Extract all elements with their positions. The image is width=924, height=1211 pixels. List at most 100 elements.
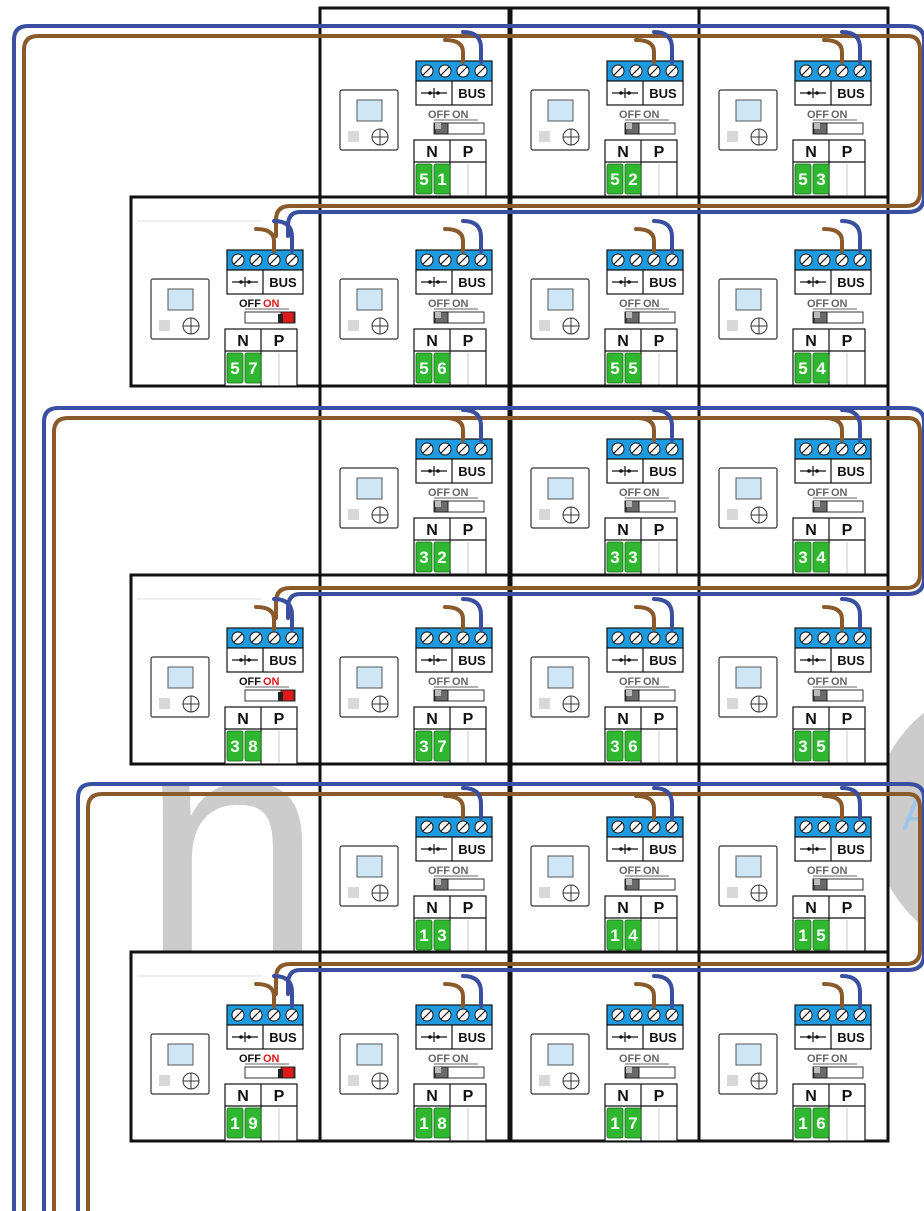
address-tens: 3	[610, 548, 619, 567]
address-tens-box	[415, 730, 433, 762]
room-thermostat-icon	[718, 1033, 778, 1095]
address-units: 2	[437, 548, 446, 567]
terminal-screw-slot	[801, 822, 811, 832]
bus-label: BUS	[837, 86, 865, 101]
address-tens: 1	[230, 1114, 239, 1133]
switch-knob-highlight	[814, 1067, 820, 1073]
dip-switch-icon	[624, 122, 676, 135]
button-dot-left	[807, 658, 811, 662]
drop-brown-15	[634, 794, 656, 820]
terminal-screw-slot	[476, 1010, 486, 1020]
terminal-screw-slot	[440, 633, 450, 643]
terminal-screw-slot	[667, 822, 677, 832]
button-dot-left	[619, 658, 623, 662]
p-label: P	[654, 333, 665, 350]
drop-blue-12	[652, 597, 674, 631]
p-label: P	[463, 711, 474, 728]
switch-knob-highlight	[814, 312, 820, 318]
dip-switch-icon	[624, 878, 676, 891]
switch-off-label: OFF	[239, 676, 261, 688]
bus-wire-blue-0	[12, 24, 924, 1211]
terminal-screw-slot	[837, 444, 847, 454]
switch-track	[624, 1066, 676, 1079]
address-units-box	[433, 730, 451, 762]
switch-off-label: OFF	[428, 865, 450, 877]
push-button-icon	[800, 466, 826, 476]
switch-track	[812, 689, 864, 702]
address-tens-box	[606, 730, 624, 762]
switch-track	[812, 500, 864, 513]
switch-knob-highlight	[626, 690, 632, 696]
terminal-screw-slot	[801, 1010, 811, 1020]
terminal-screw-slot	[613, 633, 623, 643]
thermostat-screen	[547, 666, 574, 689]
thermostat-button	[348, 509, 359, 520]
switch-knob-highlight	[814, 690, 820, 696]
drop-blue-1	[652, 30, 674, 64]
dip-switch-icon	[433, 689, 485, 702]
terminal-screw-slot	[233, 255, 243, 265]
address-units: 6	[628, 737, 637, 756]
switch-off-label: OFF	[428, 1053, 450, 1065]
push-button-icon	[800, 1032, 826, 1042]
bus-wire-brown-2	[86, 792, 922, 1211]
terminal-screw-slot	[649, 633, 659, 643]
address-units: 7	[248, 359, 257, 378]
drop-brown-14	[443, 794, 465, 820]
thermostat-screen	[547, 477, 574, 500]
terminal-screw-slot	[631, 255, 641, 265]
address-units: 9	[248, 1114, 257, 1133]
drop-brown-1	[634, 38, 656, 64]
n-label: N	[237, 333, 249, 350]
thermostat-button	[539, 698, 550, 709]
n-label: N	[617, 333, 629, 350]
drop-blue-3	[272, 219, 294, 253]
screw-terminal-icon	[226, 1004, 304, 1026]
button-dot-right	[627, 847, 631, 851]
terminal-screw-slot	[801, 444, 811, 454]
watermark-ring	[872, 712, 924, 928]
n-label: N	[237, 711, 249, 728]
terminal-screw-slot	[649, 1010, 659, 1020]
terminal-screw-slot	[422, 66, 432, 76]
bus-label: BUS	[837, 1030, 865, 1045]
push-button-icon	[232, 655, 258, 665]
thermostat-screen	[167, 288, 194, 311]
dip-switch-icon	[812, 122, 864, 135]
button-dot-left	[807, 469, 811, 473]
push-button-icon	[421, 466, 447, 476]
n-label: N	[426, 711, 438, 728]
address-units-box	[433, 1107, 451, 1139]
switch-off-label: OFF	[807, 676, 829, 688]
address-units: 1	[437, 170, 446, 189]
thermostat-screen	[167, 666, 194, 689]
n-label: N	[237, 1088, 249, 1105]
drop-brown-2	[822, 38, 844, 64]
bus-label: BUS	[458, 86, 486, 101]
push-button-icon	[421, 844, 447, 854]
address-tens: 3	[419, 737, 428, 756]
address-units-box	[244, 1107, 262, 1139]
button-dot-left	[428, 1035, 432, 1039]
screw-terminal-icon	[794, 627, 872, 649]
terminal-screw-slot	[476, 822, 486, 832]
switch-on-label: ON	[643, 865, 660, 877]
terminal-screw-slot	[458, 1010, 468, 1020]
address-units-box	[812, 541, 830, 573]
terminal-screw-slot	[801, 255, 811, 265]
address-units-box	[624, 541, 642, 573]
n-label: N	[805, 711, 817, 728]
button-dot-right	[627, 280, 631, 284]
address-tens: 5	[798, 359, 807, 378]
p-label: P	[842, 333, 853, 350]
terminal-screw-slot	[476, 66, 486, 76]
screw-terminal-icon	[415, 816, 493, 838]
switch-off-label: OFF	[619, 676, 641, 688]
bus-wire-brown-1	[52, 416, 922, 1211]
room-thermostat-icon	[530, 89, 590, 151]
address-tens: 3	[419, 548, 428, 567]
switch-on-label: ON	[643, 109, 660, 121]
